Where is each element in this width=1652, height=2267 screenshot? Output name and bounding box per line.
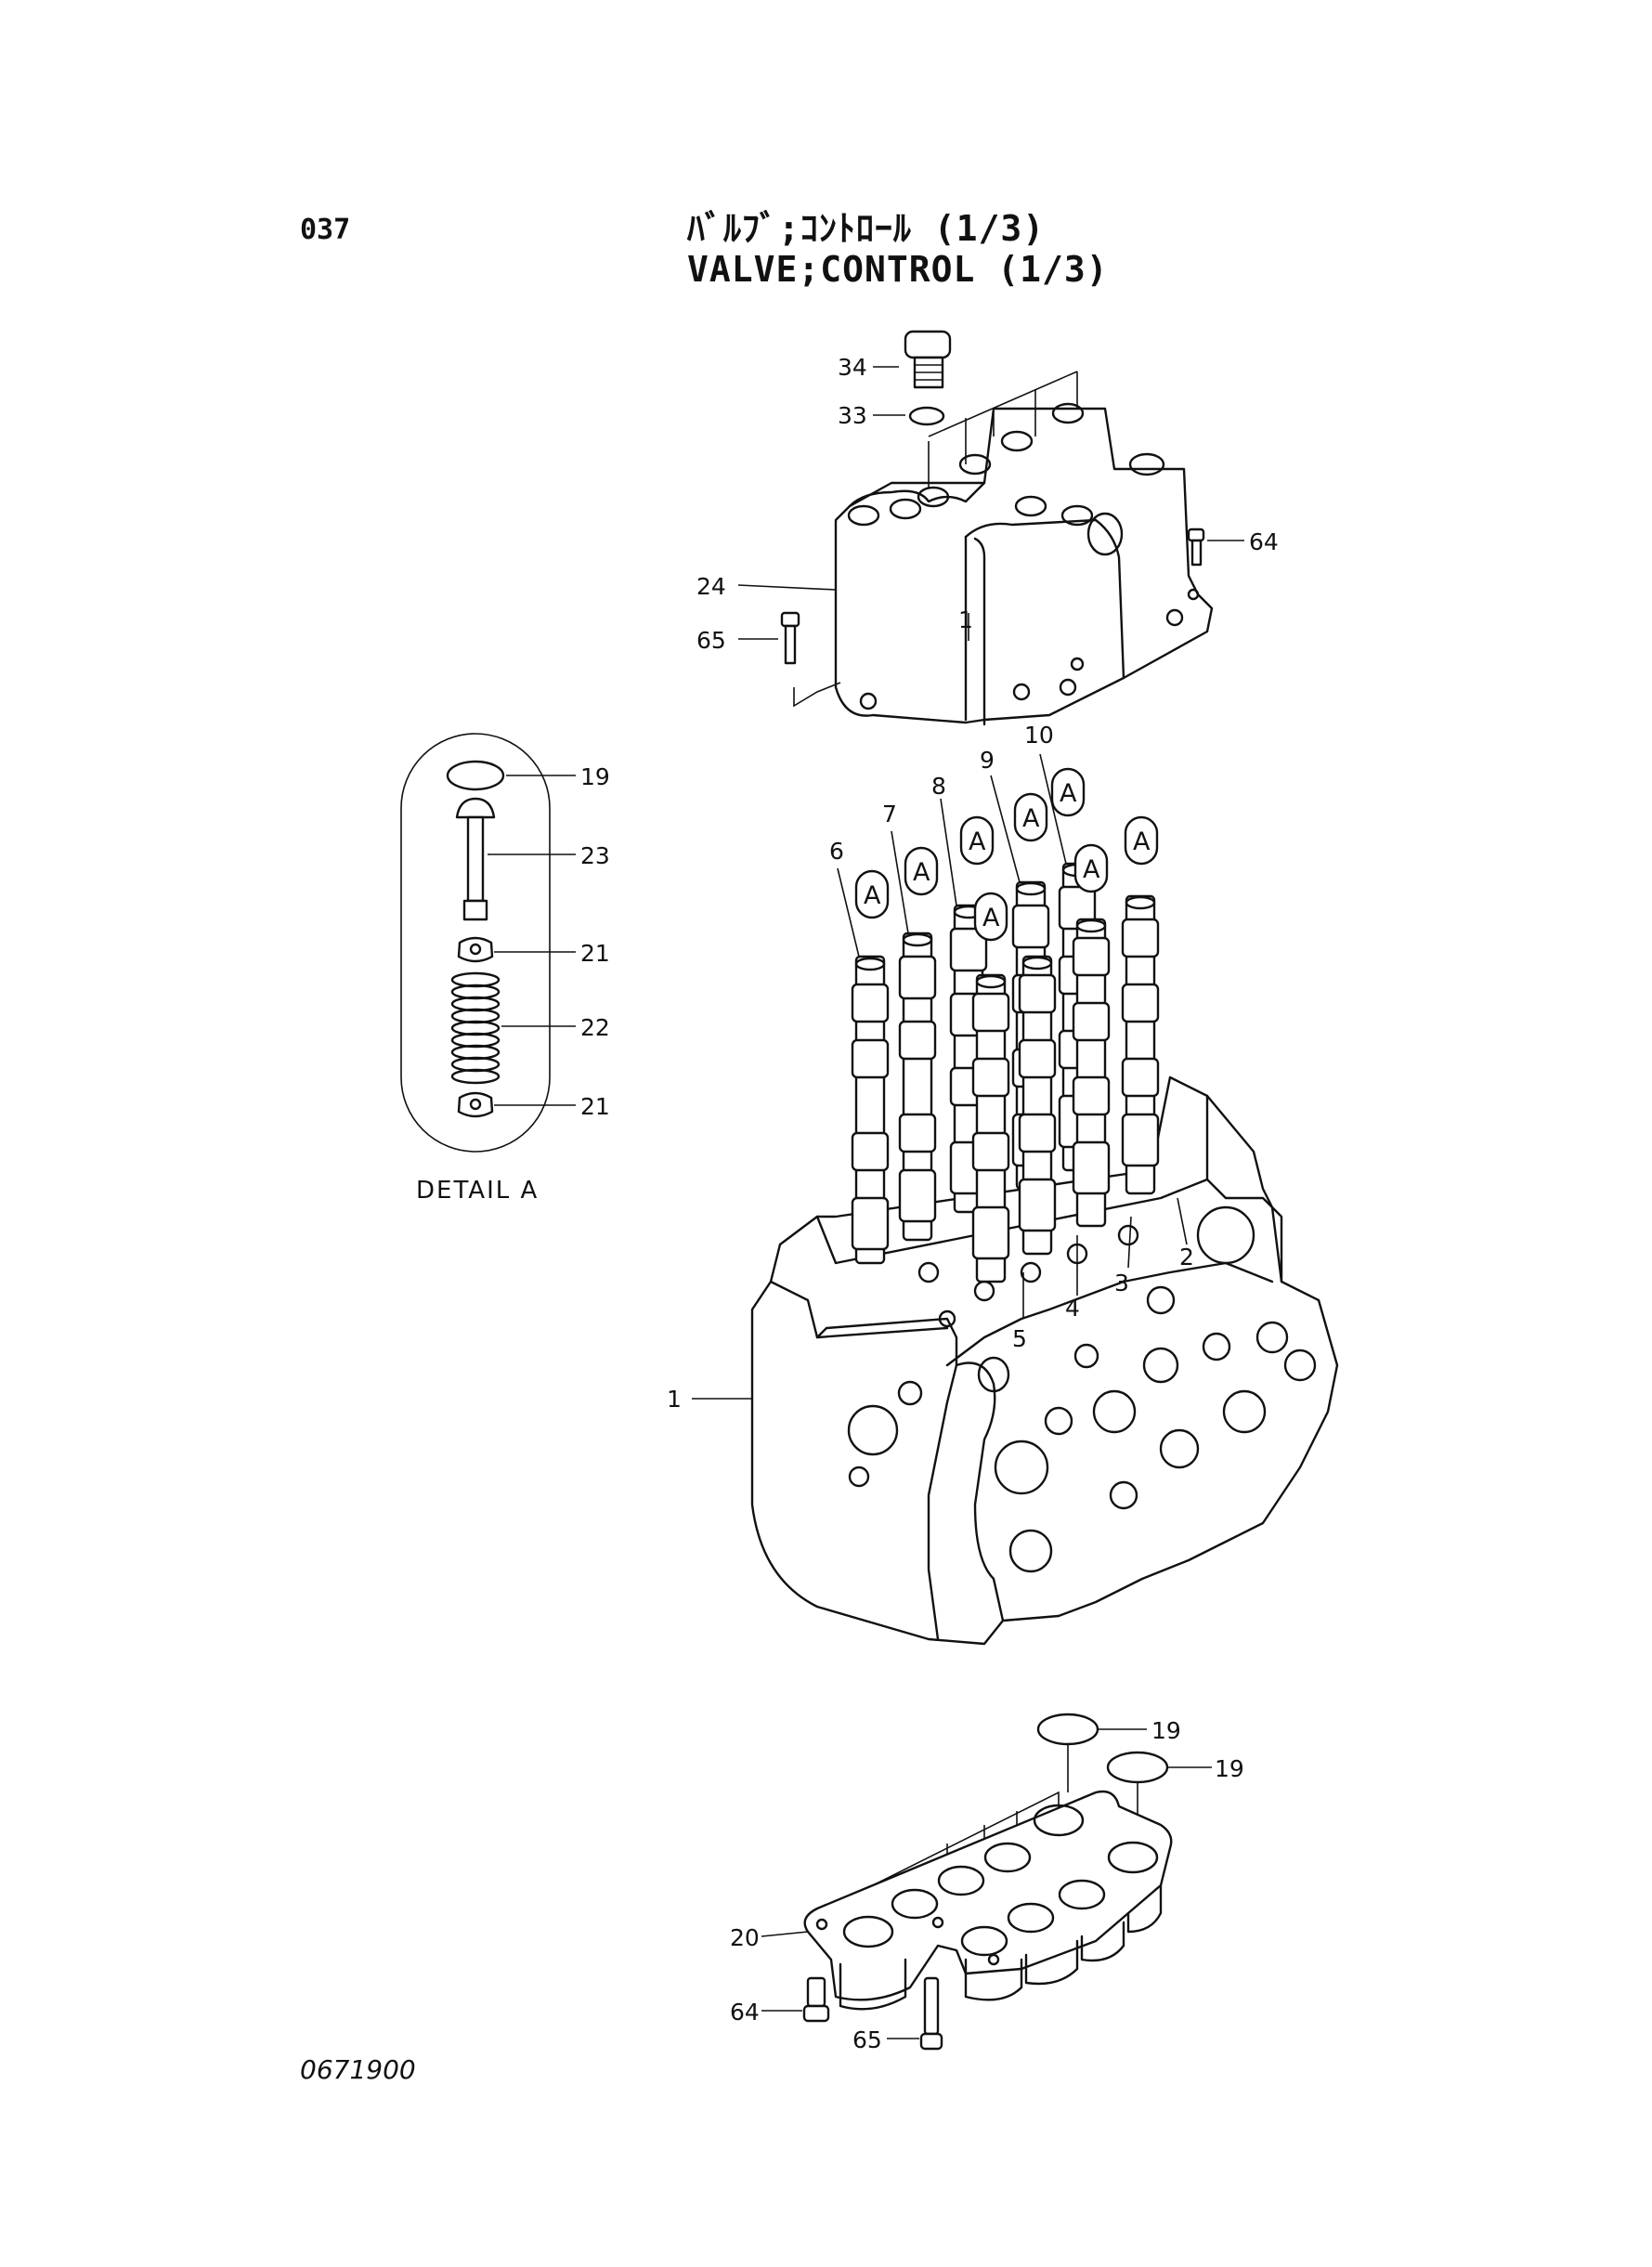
callout-64-bottom: 64 bbox=[730, 1999, 760, 2026]
callout-7: 7 bbox=[882, 801, 897, 827]
callout-8: 8 bbox=[931, 773, 946, 800]
spring-22 bbox=[450, 971, 501, 1085]
oring-19-b1 bbox=[1036, 1713, 1099, 1746]
callout-20: 20 bbox=[730, 1924, 760, 1951]
spools bbox=[851, 862, 1160, 1283]
title-english: VALVE;CONTROL (1/3) bbox=[687, 249, 1109, 290]
title-japanese: ﾊﾞﾙﾌﾞ;ｺﾝﾄﾛｰﾙ (1/3) bbox=[687, 208, 1046, 249]
spool-8b bbox=[971, 973, 1010, 1283]
callout-33: 33 bbox=[838, 402, 867, 429]
callout-10: 10 bbox=[1024, 722, 1054, 749]
oring-19-detail bbox=[446, 760, 505, 791]
spool-10b bbox=[1072, 918, 1111, 1228]
spool-8 bbox=[949, 904, 988, 1214]
callout-1: 1 bbox=[667, 1386, 682, 1413]
spool-7 bbox=[898, 932, 937, 1242]
callout-64-top: 64 bbox=[1249, 528, 1279, 555]
callout-9: 9 bbox=[980, 747, 995, 774]
bubble-a-8: A bbox=[1133, 827, 1151, 856]
spool-9b bbox=[1018, 955, 1057, 1256]
bubble-a-5: A bbox=[1022, 804, 1040, 833]
oring-33 bbox=[908, 406, 945, 426]
bolt-64-top bbox=[1187, 528, 1205, 567]
callout-1-small: 1 bbox=[958, 606, 973, 633]
bubble-a-7: A bbox=[1083, 855, 1100, 884]
callout-5: 5 bbox=[1012, 1325, 1027, 1352]
document-number: 0671900 bbox=[300, 2054, 416, 2085]
retainer-21-top bbox=[457, 936, 494, 963]
detail-a-frame bbox=[400, 733, 551, 1153]
page-number: 037 bbox=[300, 214, 351, 246]
bolt-64-bottom bbox=[802, 1976, 830, 2023]
bubble-a-4: A bbox=[982, 904, 1000, 932]
spool-6 bbox=[851, 955, 890, 1265]
callout-4: 4 bbox=[1065, 1295, 1080, 1322]
bubble-a-6: A bbox=[1060, 779, 1077, 808]
callout-23: 23 bbox=[580, 842, 610, 869]
callout-19-b2: 19 bbox=[1215, 1755, 1244, 1782]
bubble-a-2: A bbox=[913, 858, 930, 887]
plug-34 bbox=[904, 330, 952, 389]
oring-19-b2 bbox=[1106, 1751, 1169, 1784]
cover-20 bbox=[803, 1790, 1173, 2011]
callout-2: 2 bbox=[1179, 1244, 1194, 1270]
cover-24 bbox=[834, 371, 1214, 726]
callout-3: 3 bbox=[1114, 1270, 1129, 1296]
callout-65-bottom: 65 bbox=[852, 2026, 882, 2053]
callout-21-b: 21 bbox=[580, 1093, 610, 1120]
callout-34: 34 bbox=[838, 354, 867, 381]
callout-24: 24 bbox=[696, 573, 726, 600]
bubble-a-1: A bbox=[864, 881, 881, 910]
spool-11 bbox=[1121, 894, 1160, 1195]
callout-6: 6 bbox=[829, 838, 844, 865]
detail-a-bubbles bbox=[854, 767, 1159, 942]
callout-21-a: 21 bbox=[580, 940, 610, 967]
detail-a-caption: DETAIL A bbox=[416, 1177, 539, 1205]
bubble-a-3: A bbox=[969, 827, 986, 856]
callout-22: 22 bbox=[580, 1014, 610, 1041]
bolt-65-top bbox=[780, 611, 800, 665]
pin-23 bbox=[455, 797, 496, 921]
retainer-21-bottom bbox=[457, 1091, 494, 1118]
callout-65-top: 65 bbox=[696, 627, 726, 654]
bolt-65-bottom bbox=[919, 1976, 943, 2051]
callout-19-b1: 19 bbox=[1151, 1717, 1181, 1744]
callout-19-detail: 19 bbox=[580, 763, 610, 790]
